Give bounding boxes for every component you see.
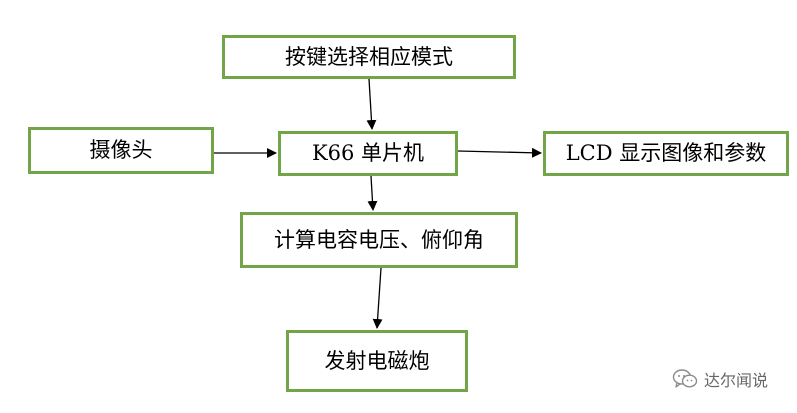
arrow-mcu-to-lcd: [457, 147, 542, 158]
node-k66-mcu-label: K66 单片机: [311, 141, 425, 165]
node-lcd-display: LCD 显示图像和参数: [543, 131, 789, 176]
node-key-mode-select: 按键选择相应模式: [222, 35, 516, 79]
node-fire-railgun: 发射电磁炮: [286, 330, 468, 392]
node-key-mode-select-label: 按键选择相应模式: [285, 44, 453, 69]
node-k66-mcu: K66 单片机: [278, 131, 458, 176]
node-camera: 摄像头: [28, 127, 214, 174]
node-fire-railgun-label: 发射电磁炮: [324, 348, 430, 373]
watermark-text: 达尔闻说: [704, 371, 769, 390]
arrow-keys-to-mcu: [366, 78, 377, 130]
arrow-mcu-to-calc: [367, 175, 378, 211]
node-calculate: 计算电容电压、俯仰角: [240, 212, 518, 268]
node-lcd-display-label: LCD 显示图像和参数: [565, 141, 767, 165]
node-camera-label: 摄像头: [89, 138, 153, 162]
node-calculate-label: 计算电容电压、俯仰角: [274, 227, 484, 252]
wechat-icon: [672, 369, 698, 388]
arrow-calc-to-fire: [372, 267, 383, 329]
watermark: 达尔闻说: [672, 366, 768, 392]
